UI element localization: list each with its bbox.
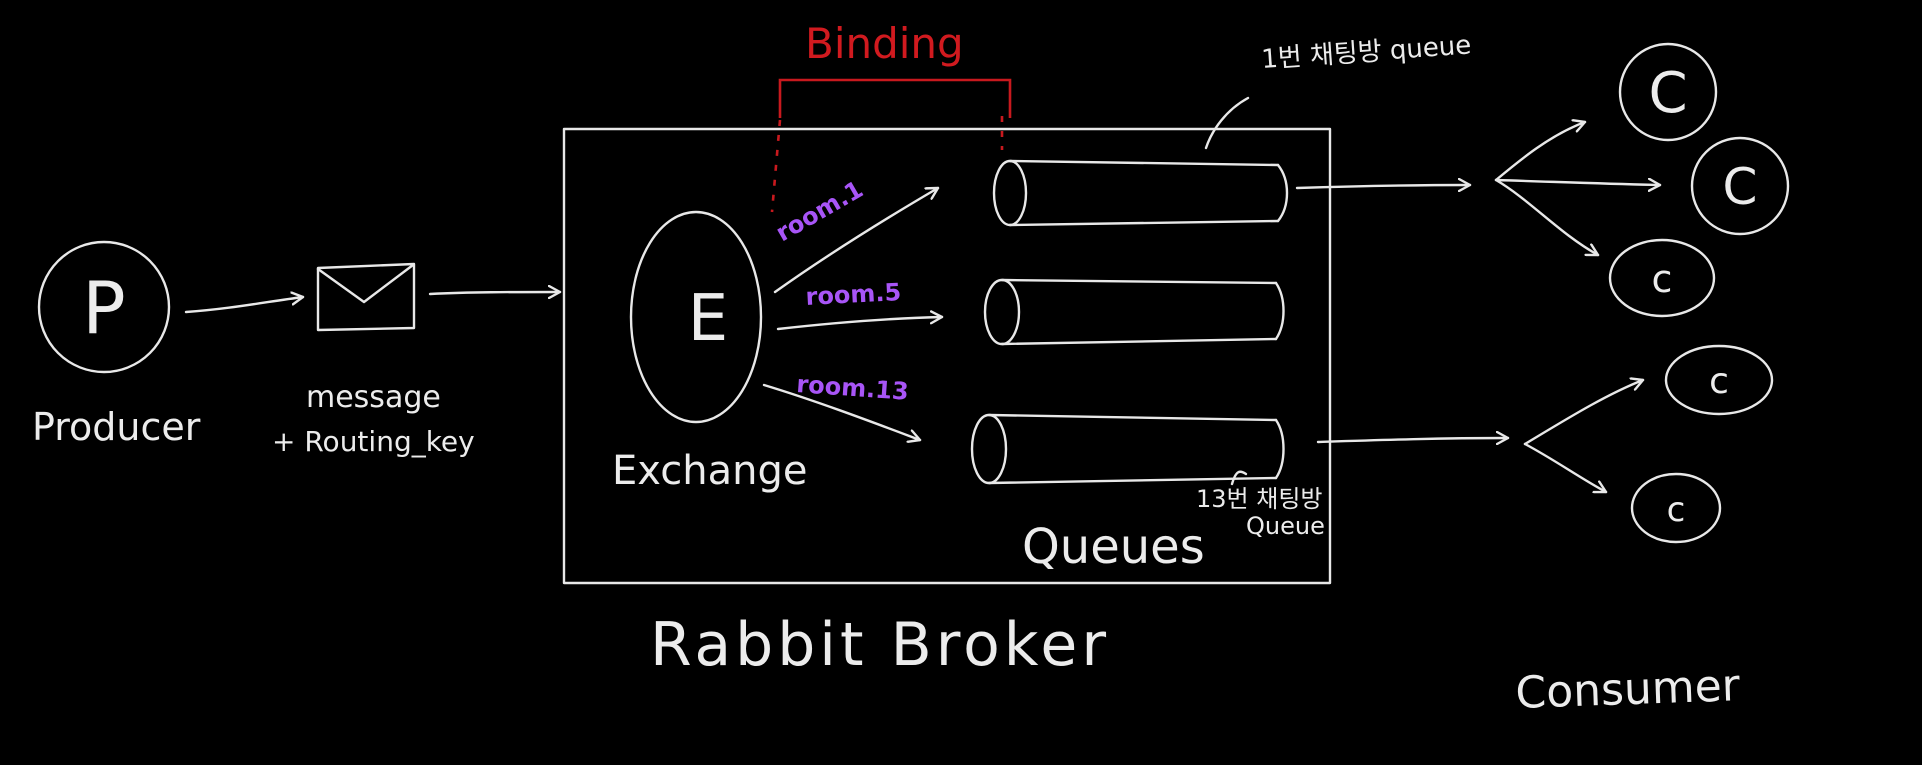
arrow-fanout-13b	[1523, 442, 1608, 492]
arrow-fanout-13a	[1523, 380, 1645, 446]
note-pointer-bottom	[1230, 470, 1248, 486]
exchange-node: E	[629, 210, 763, 424]
arrow-queue1-out	[1295, 185, 1472, 188]
routing-key-label: + Routing_key	[272, 425, 475, 458]
exchange-symbol: E	[688, 282, 728, 356]
binding-label: Binding	[805, 19, 964, 68]
queues-label: Queues	[1022, 519, 1205, 575]
route-label-1: room.1	[771, 175, 868, 247]
arrow-producer-to-message	[184, 297, 305, 314]
arrow-message-to-broker	[428, 292, 562, 294]
envelope-icon	[316, 262, 416, 332]
arrow-route-5	[776, 317, 944, 331]
producer-label: Producer	[32, 405, 201, 449]
exchange-label: Exchange	[612, 448, 807, 494]
consumer-node-4: c	[1664, 344, 1774, 416]
broker-box	[562, 127, 1332, 585]
consumer-node-5: c	[1630, 472, 1722, 544]
binding-bracket	[770, 78, 1012, 213]
consumer-symbol-5: c	[1667, 490, 1686, 530]
producer-node: P	[37, 240, 171, 374]
message-label: message	[306, 380, 441, 415]
arrow-fanout-1b	[1494, 180, 1662, 185]
arrow-queue13-out	[1316, 438, 1510, 442]
consumer-symbol-4: c	[1709, 361, 1729, 402]
consumer-symbol-3: c	[1652, 257, 1673, 301]
queue-room-5	[983, 278, 1285, 346]
consumer-label: Consumer	[1515, 660, 1742, 719]
queue-room-1	[992, 159, 1289, 227]
consumer-symbol-2: C	[1723, 158, 1758, 216]
consumer-node-2: C	[1690, 136, 1790, 236]
queue-note-bottom-line2: Queue	[1246, 512, 1325, 540]
producer-symbol: P	[82, 266, 125, 350]
arrow-fanout-1a	[1494, 122, 1587, 182]
note-pointer-top	[1204, 96, 1250, 150]
consumer-node-3: c	[1608, 238, 1716, 318]
route-label-5: room.5	[805, 278, 902, 311]
queue-note-top: 1번 채팅방 queue	[1260, 30, 1472, 75]
queue-note-bottom-line1: 13번 채팅방	[1196, 485, 1323, 513]
arrow-fanout-1c	[1494, 178, 1600, 257]
consumer-symbol-1: C	[1648, 61, 1687, 126]
arrow-route-13	[762, 383, 922, 440]
queue-room-13	[970, 413, 1285, 485]
broker-label: Rabbit Broker	[650, 610, 1110, 680]
arrow-route-1	[773, 186, 940, 294]
consumer-node-1: C	[1618, 42, 1718, 142]
